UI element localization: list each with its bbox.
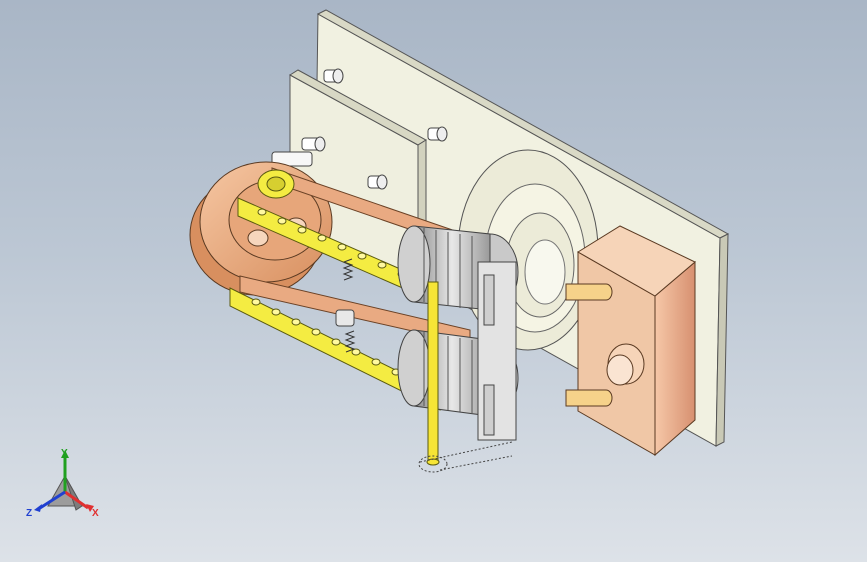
x-axis [64, 490, 89, 510]
x-axis-label: X [92, 508, 99, 519]
standoff-pins [271, 68, 448, 190]
sketch-outline [418, 441, 513, 473]
z-axis-label: Z [26, 508, 32, 519]
motor-knob[interactable] [606, 343, 645, 386]
z-axis [39, 490, 66, 510]
y-axis-arrow [61, 450, 69, 458]
crank-hub[interactable] [257, 169, 295, 199]
mount-pegs[interactable] [565, 283, 613, 407]
y-axis-label: Y [61, 448, 68, 459]
vertical-shaft[interactable] [426, 281, 440, 466]
vertical-bracket[interactable] [477, 261, 517, 441]
lower-link-arm[interactable] [229, 287, 441, 411]
motor-housing[interactable] [577, 225, 696, 457]
springs [342, 258, 356, 353]
coordinate-triad[interactable]: Y X Z [20, 446, 110, 526]
small-connector[interactable] [335, 309, 355, 327]
x-axis-arrow [86, 504, 94, 512]
z-axis-arrow [34, 504, 42, 512]
